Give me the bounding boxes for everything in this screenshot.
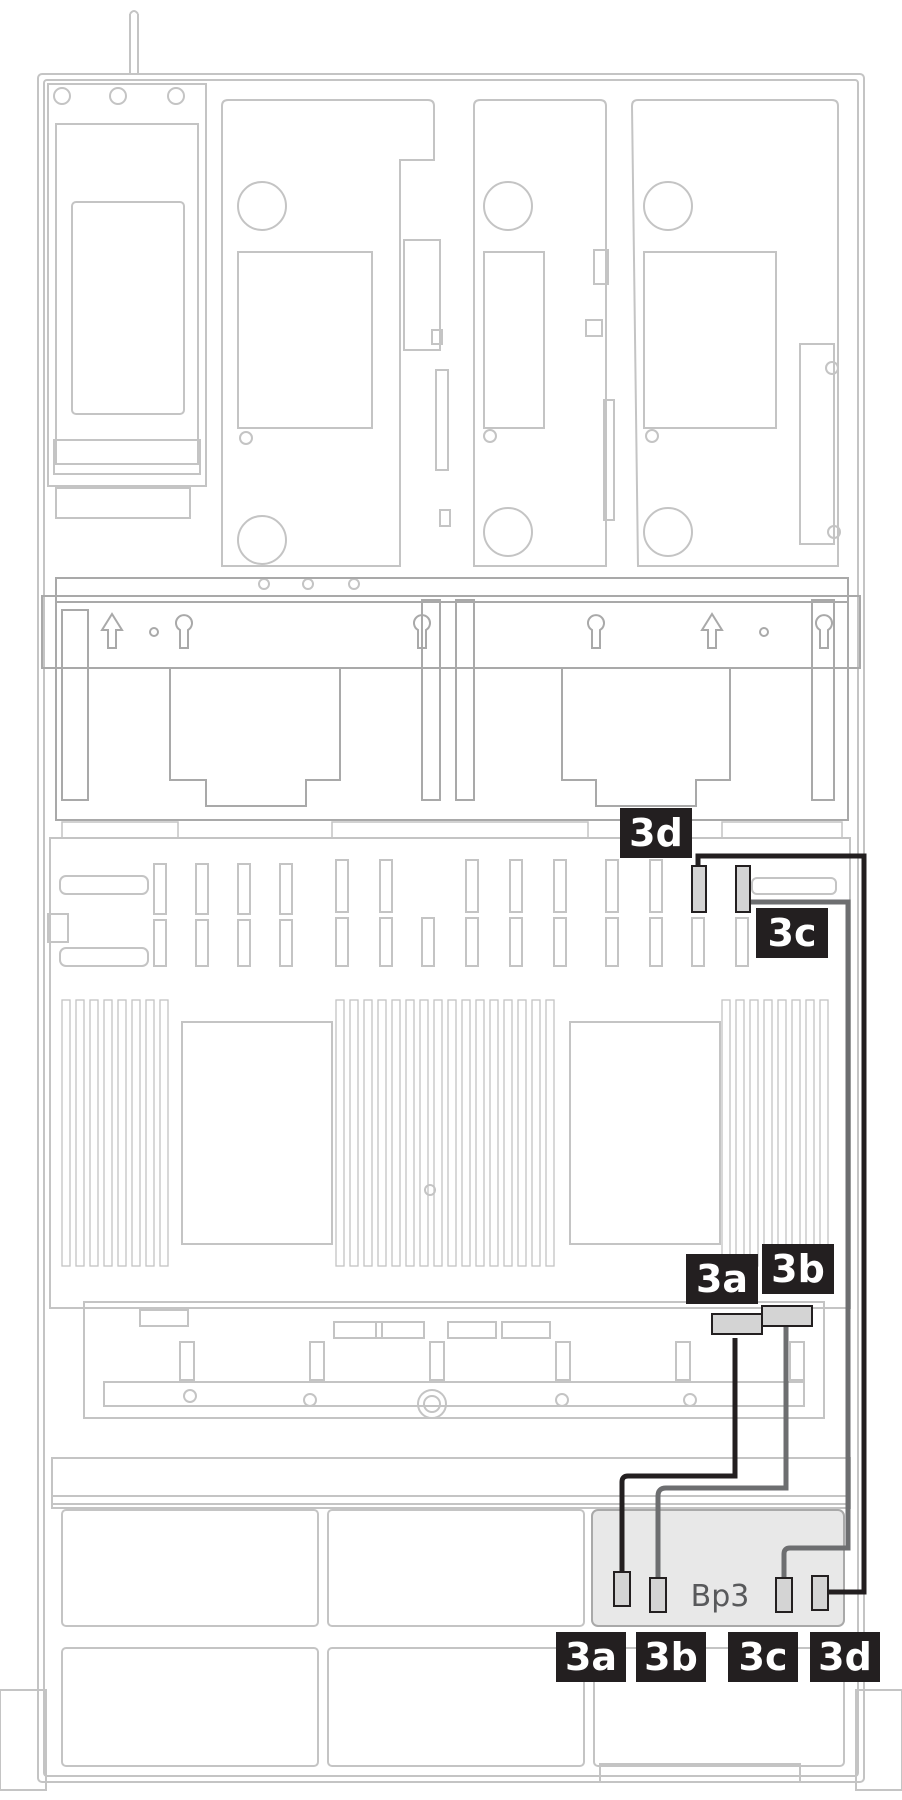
connector-3b-board: [761, 1305, 813, 1327]
up-arrow-icon: [700, 612, 724, 649]
riser-cages: [221, 99, 841, 590]
callout-mid-3b: 3b: [762, 1244, 834, 1294]
backplane-label: Bp3: [691, 1579, 750, 1614]
callout-bottom-3d: 3d: [810, 1632, 880, 1682]
callout-top-3d: 3d: [620, 808, 692, 858]
up-arrow-icon: [100, 612, 124, 649]
riser-2: [473, 99, 607, 567]
connector-3d-bp: [811, 1575, 829, 1611]
svg-text:3a: 3a: [565, 1635, 617, 1679]
svg-text:3c: 3c: [739, 1635, 788, 1679]
callout-mid-3a: 3a: [686, 1254, 758, 1304]
power-supply-bay: [47, 83, 207, 519]
connector-3a-board: [711, 1313, 763, 1335]
backplane-bp3: Bp3: [591, 1509, 845, 1627]
callout-bottom-3a: 3a: [556, 1632, 626, 1682]
fan-cage: [41, 577, 861, 821]
cable-3b: [655, 1316, 789, 1592]
cable-3c: [744, 899, 851, 1592]
callout-bottom-3b: 3b: [636, 1632, 706, 1682]
riser-1: [221, 99, 435, 567]
connector-3b-bp: [649, 1577, 667, 1613]
dimm-slots: [61, 999, 829, 1267]
callout-top-3c: 3c: [756, 908, 828, 958]
svg-text:3b: 3b: [771, 1247, 825, 1291]
svg-text:3b: 3b: [644, 1635, 698, 1679]
cable-3a: [619, 1338, 738, 1586]
riser-3: [630, 99, 839, 567]
cable-3d: [695, 853, 867, 1595]
connector-3a-bp: [613, 1571, 631, 1607]
callout-bottom-3c: 3c: [728, 1632, 798, 1682]
connector-3c-bp: [775, 1577, 793, 1613]
connector-3c-board: [735, 865, 751, 913]
svg-text:3a: 3a: [696, 1257, 748, 1301]
svg-text:3d: 3d: [818, 1635, 872, 1679]
svg-text:3c: 3c: [768, 911, 817, 955]
fan-connector-row: [61, 821, 843, 839]
svg-text:3d: 3d: [629, 811, 683, 855]
connector-3d-board: [691, 865, 707, 913]
cable-connectors: [613, 865, 829, 1613]
